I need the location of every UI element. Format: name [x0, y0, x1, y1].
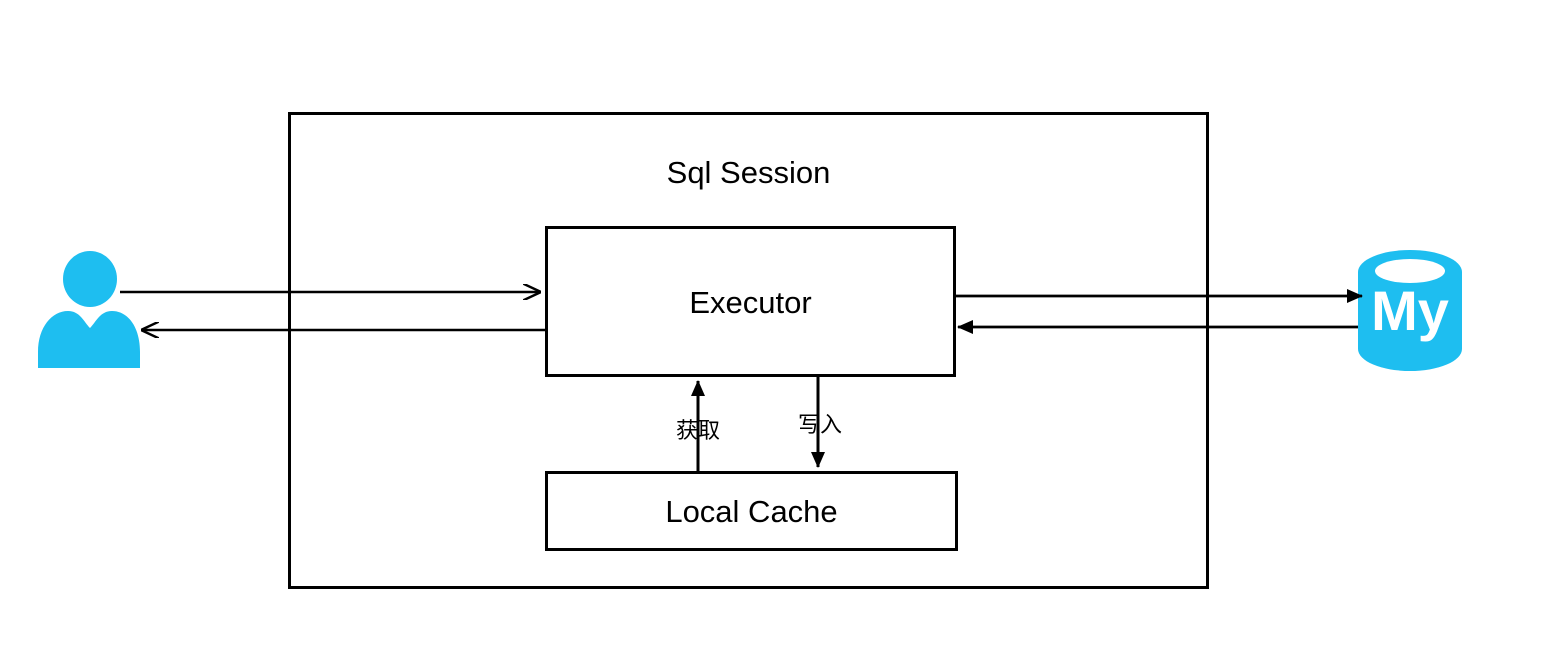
edge-label-fetch: 获取: [675, 418, 720, 443]
user-actor-icon: [38, 251, 140, 368]
local-cache-node: [545, 471, 958, 551]
local-cache-label: Local Cache: [665, 494, 838, 529]
executor-label: Executor: [689, 285, 812, 320]
edge-label-write: 写入: [797, 412, 842, 437]
executor-node: [545, 226, 956, 377]
mysql-database-icon: My: [1358, 250, 1462, 371]
sql-session-title: Sql Session: [666, 155, 831, 190]
sql-session-container: [288, 112, 1209, 589]
mysql-icon-text: My: [1371, 279, 1449, 342]
